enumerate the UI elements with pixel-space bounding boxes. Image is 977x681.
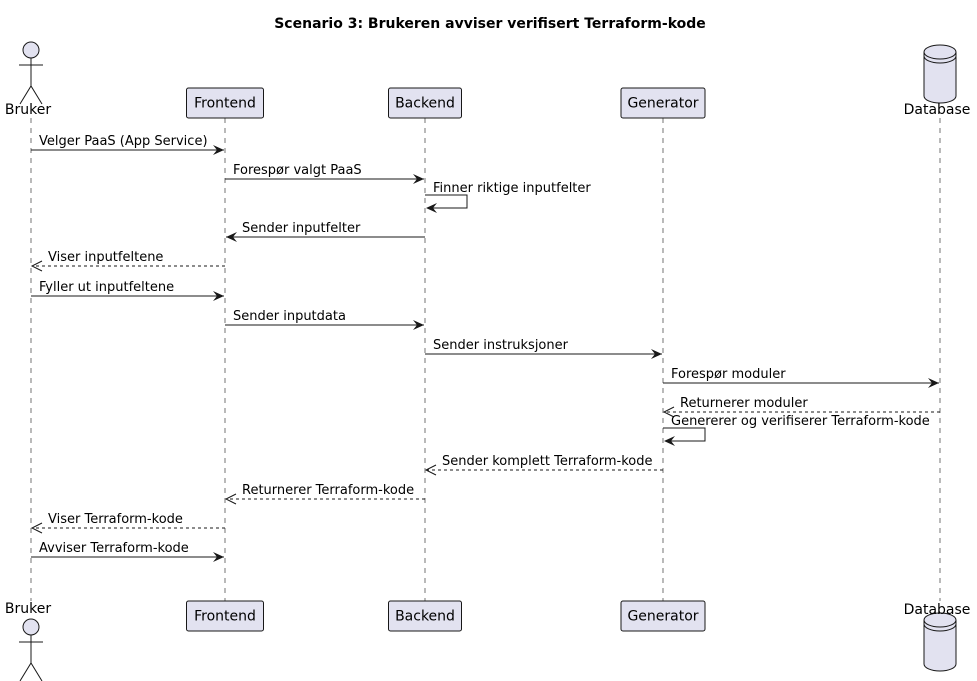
participant-label: Generator	[627, 609, 698, 625]
message-label: Viser inputfeltene	[48, 250, 163, 265]
database-icon	[923, 52, 957, 104]
participant-label: Backend	[395, 609, 455, 625]
message-14: Viser Terraform-kode	[30, 512, 225, 534]
message-label: Sender inputfelter	[242, 221, 361, 236]
message-label: Returnerer moduler	[680, 396, 808, 411]
participant-box	[186, 87, 264, 119]
arrowhead	[928, 378, 939, 388]
message-line	[663, 427, 706, 442]
participant-label: Frontend	[194, 96, 256, 112]
arrowhead	[30, 260, 43, 272]
message-label: Fyller ut inputfeltene	[39, 280, 174, 295]
arrowhead	[413, 174, 424, 184]
message-15: Avviser Terraform-kode	[31, 541, 224, 562]
database-top: Database	[904, 44, 971, 118]
arrowhead	[664, 436, 675, 446]
arrowhead	[426, 203, 437, 213]
database-bottom: Database	[904, 602, 971, 672]
database-icon	[923, 620, 957, 672]
message-2: Forespør valgt PaaS	[225, 163, 424, 184]
message-label: Viser Terraform-kode	[48, 512, 183, 527]
message-label: Avviser Terraform-kode	[39, 541, 189, 556]
participant-box	[388, 600, 462, 632]
message-13: Returnerer Terraform-kode	[224, 483, 425, 505]
lifelines	[30, 118, 941, 601]
actor-head-icon	[22, 618, 40, 636]
actor-bruker-top: Bruker	[5, 41, 51, 118]
participant-heads: BrukerBrukerFrontendFrontendBackendBacke…	[5, 41, 971, 681]
participant-label: Database	[904, 102, 971, 118]
message-label: Finner riktige inputfelter	[433, 181, 591, 196]
messages: Velger PaaS (App Service) Forespør valgt …	[30, 134, 940, 562]
arrowhead	[213, 145, 224, 155]
arrowhead	[30, 522, 43, 534]
message-4: Sender inputfelter	[226, 221, 425, 242]
message-line	[425, 194, 468, 209]
message-label: Returnerer Terraform-kode	[242, 483, 414, 498]
participant-label: Frontend	[194, 609, 256, 625]
message-6: Fyller ut inputfeltene	[31, 280, 224, 301]
message-label: Forespør valgt PaaS	[233, 163, 362, 178]
arrowhead	[424, 464, 437, 476]
database-top	[923, 612, 957, 628]
arrowhead	[662, 406, 675, 418]
message-8: Sender instruksjoner	[425, 338, 662, 359]
arrowhead	[213, 552, 224, 562]
message-label: Velger PaaS (App Service)	[39, 134, 208, 149]
message-10: Returnerer moduler	[662, 396, 940, 418]
participant-label: Bruker	[5, 102, 51, 118]
message-9: Forespør moduler	[663, 367, 939, 388]
participant-frontend-bottom: Frontend	[186, 600, 264, 632]
actor-head-icon	[22, 41, 40, 59]
message-5: Viser inputfeltene	[30, 250, 225, 272]
message-label: Sender komplett Terraform-kode	[442, 454, 653, 469]
arrowhead	[226, 232, 237, 242]
participant-label: Generator	[627, 96, 698, 112]
actor-legs	[19, 662, 43, 681]
message-1: Velger PaaS (App Service)	[31, 134, 224, 155]
actor-bruker-bottom: Bruker	[5, 601, 51, 681]
message-7: Sender inputdata	[225, 309, 424, 330]
message-label: Forespør moduler	[671, 367, 786, 382]
arrowhead	[651, 349, 662, 359]
diagram-title: Scenario 3: Brukeren avviser verifisert …	[274, 16, 706, 32]
arrowhead	[213, 291, 224, 301]
message-label: Sender inputdata	[233, 309, 346, 324]
message-label: Genererer og verifiserer Terraform-kode	[671, 414, 930, 429]
participant-frontend-top: Frontend	[186, 87, 264, 119]
arrowhead	[413, 320, 424, 330]
message-11: Genererer og verifiserer Terraform-kode	[663, 414, 930, 446]
message-3: Finner riktige inputfelter	[425, 181, 591, 213]
participant-label: Backend	[395, 96, 455, 112]
participant-box	[388, 87, 462, 119]
participant-label: Bruker	[5, 601, 51, 617]
arrowhead	[224, 493, 237, 505]
message-label: Sender instruksjoner	[433, 338, 569, 353]
participant-generator-top: Generator	[620, 87, 706, 119]
participant-backend-top: Backend	[388, 87, 462, 119]
participant-backend-bottom: Backend	[388, 600, 462, 632]
participant-label: Database	[904, 602, 971, 618]
participant-box	[620, 87, 706, 119]
participant-box	[620, 600, 706, 632]
actor-legs	[19, 85, 43, 105]
participant-generator-bottom: Generator	[620, 600, 706, 632]
message-12: Sender komplett Terraform-kode	[424, 454, 663, 476]
database-top	[923, 44, 957, 60]
participant-box	[186, 600, 264, 632]
